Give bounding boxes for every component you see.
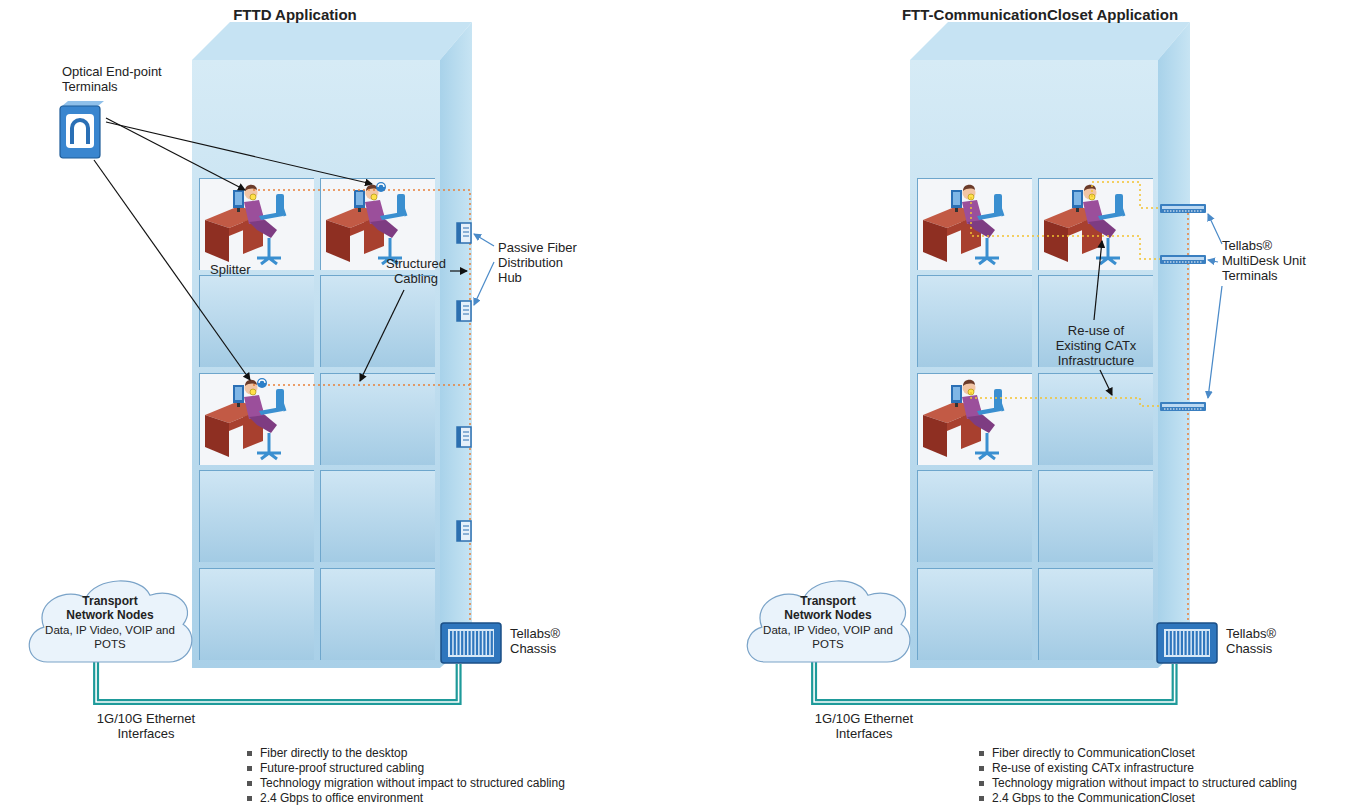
chassis-card bbox=[1196, 631, 1198, 655]
terminal-port bbox=[72, 120, 88, 144]
chassis-card bbox=[469, 631, 471, 655]
link-outer bbox=[96, 662, 459, 702]
network-cloud: Transport Network NodesData, IP Video, V… bbox=[23, 575, 197, 662]
edge-label: 1G/10G Ethernet Interfaces bbox=[86, 711, 206, 741]
fiber-right bbox=[1187, 213, 1189, 625]
chassis-label: Tellabs® Chassis bbox=[510, 626, 582, 656]
chassis-card bbox=[1207, 631, 1209, 655]
chassis-card bbox=[457, 631, 459, 655]
splitters bbox=[257, 182, 386, 388]
chassis-label: Tellabs® Chassis bbox=[1226, 626, 1298, 656]
chassis-card bbox=[1188, 631, 1190, 655]
chassis-panel bbox=[1164, 629, 1210, 657]
multidesk-units bbox=[1160, 204, 1206, 411]
unit-leaders bbox=[1208, 214, 1222, 398]
yellow-dots bbox=[250, 194, 1095, 395]
chassis-card bbox=[1181, 631, 1183, 655]
network-cloud: Transport Network NodesData, IP Video, V… bbox=[741, 575, 915, 662]
building-right bbox=[910, 22, 1190, 668]
chassis-body bbox=[1157, 623, 1217, 663]
cloud-heading: Transport Network Nodes bbox=[62, 594, 158, 622]
edge-label: 1G/10G Ethernet Interfaces bbox=[804, 711, 924, 741]
link-inner bbox=[814, 662, 1175, 702]
cloud-heading: Transport Network Nodes bbox=[780, 594, 876, 622]
chassis-card bbox=[472, 631, 474, 655]
chassis-card bbox=[1203, 631, 1205, 655]
panel-title: FTTD Application bbox=[170, 6, 420, 24]
chassis-card bbox=[1166, 631, 1168, 655]
terminal-face bbox=[66, 114, 94, 148]
chassis-card bbox=[1192, 631, 1194, 655]
chassis-card bbox=[1185, 631, 1187, 655]
bullet-item: Fiber directly to CommunicationCloset bbox=[978, 746, 1195, 761]
chassis-node: Tellabs® Chassis bbox=[1156, 622, 1218, 664]
leader-lines bbox=[474, 234, 494, 305]
bullet-item: Future-proof structured cabling bbox=[246, 761, 424, 776]
cabling-arrows bbox=[360, 271, 467, 381]
chassis-icon bbox=[440, 622, 502, 664]
terminal-top bbox=[62, 101, 104, 106]
chassis-card bbox=[480, 631, 482, 655]
cloud-text: Transport Network NodesData, IP Video, V… bbox=[40, 575, 180, 651]
cloud-outline bbox=[29, 581, 192, 662]
chassis-card bbox=[487, 631, 489, 655]
chassis-body bbox=[441, 623, 501, 663]
chassis-node: Tellabs® Chassis bbox=[440, 622, 502, 664]
callout-label: Tellabs® MultiDesk Unit Terminals bbox=[1222, 238, 1332, 283]
terminal-body bbox=[60, 106, 100, 158]
chassis-icon bbox=[1156, 622, 1218, 664]
callout-label: Splitter bbox=[210, 262, 250, 277]
catx-right bbox=[971, 182, 1160, 406]
chassis-card bbox=[1170, 631, 1172, 655]
ethernet-link bbox=[814, 662, 1175, 702]
terminal-arrows bbox=[94, 118, 372, 380]
callout-label: Passive Fiber Distribution Hub bbox=[498, 240, 582, 285]
link-outer bbox=[814, 662, 1175, 702]
bullet-item: 2.4 Gbps to office environment bbox=[246, 791, 423, 806]
cloud-body: Data, IP Video, VOIP and POTS bbox=[758, 623, 898, 651]
chassis-card bbox=[465, 631, 467, 655]
building-left bbox=[192, 22, 472, 668]
cloud-body: Data, IP Video, VOIP and POTS bbox=[40, 623, 180, 651]
bullet-item: Fiber directly to the desktop bbox=[246, 746, 407, 761]
bullet-item: Technology migration without impact to s… bbox=[246, 776, 565, 791]
terminal-node: Optical End-point Terminals bbox=[58, 100, 106, 160]
chassis-card bbox=[450, 631, 452, 655]
chassis-card bbox=[1177, 631, 1179, 655]
chassis-card bbox=[483, 631, 485, 655]
bullet-item: 2.4 Gbps to the CommunicationCloset bbox=[978, 791, 1195, 806]
bullet-item: Technology migration without impact to s… bbox=[978, 776, 1297, 791]
chassis-card bbox=[461, 631, 463, 655]
ethernet-link bbox=[96, 662, 459, 702]
chassis-panel bbox=[448, 629, 494, 657]
terminal-label: Optical End-point Terminals bbox=[62, 64, 174, 94]
panel-title: FTT-CommunicationCloset Application bbox=[850, 6, 1230, 24]
cloud-outline bbox=[747, 581, 910, 662]
chassis-card bbox=[454, 631, 456, 655]
chassis-card bbox=[491, 631, 493, 655]
fiber-left bbox=[253, 190, 470, 625]
callout-label: Re-use of Existing CATx Infrastructure bbox=[1050, 323, 1142, 368]
terminal-icon bbox=[58, 100, 106, 160]
reuse-arrows bbox=[1094, 241, 1112, 395]
bullet-item: Re-use of existing CATx infrastructure bbox=[978, 761, 1194, 776]
cloud-text: Transport Network NodesData, IP Video, V… bbox=[758, 575, 898, 651]
chassis-card bbox=[1173, 631, 1175, 655]
chassis-card bbox=[476, 631, 478, 655]
link-inner bbox=[96, 662, 459, 702]
chassis-card bbox=[1199, 631, 1201, 655]
callout-label: Structured Cabling bbox=[384, 256, 448, 286]
